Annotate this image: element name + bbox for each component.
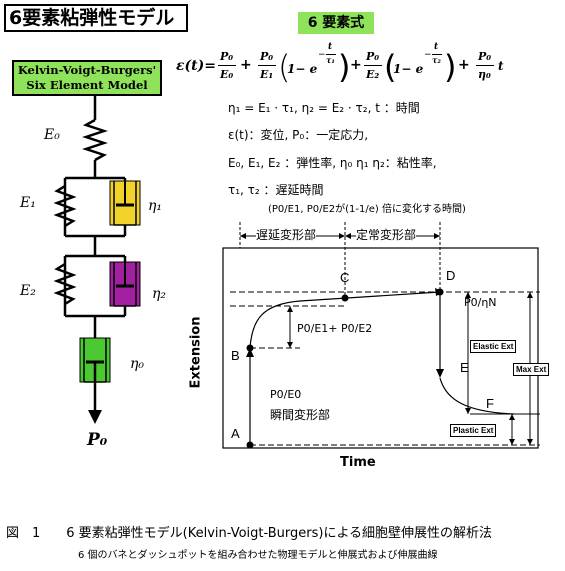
point-f-label: F — [486, 396, 494, 411]
term4-denominator: η₀ — [478, 68, 491, 81]
term4-fraction-bar — [476, 65, 494, 66]
model-name-line1: Kelvin-Voigt-Burgers' — [17, 63, 157, 77]
point-e-label: E — [460, 360, 469, 375]
formula-lhs: ε(t)= — [176, 58, 216, 74]
annot-p0-e1-e2: P0/E1+ P0/E2 — [297, 322, 373, 335]
caption-line1: 図 1 6 要素粘弾性モデル(Kelvin-Voigt-Burgers)による細… — [6, 526, 493, 541]
dashpot-eta1 — [109, 178, 141, 226]
definition-line4: τ₁, τ₂ ：遅延時間 — [228, 183, 324, 197]
term1-numerator: P₀ — [220, 50, 234, 63]
term3-exp-bar — [432, 54, 442, 55]
plastic-ext-box: Plastic Ext — [450, 424, 497, 437]
point-a-label: A — [231, 426, 240, 441]
annot-p0-e0: P0/E0 — [270, 388, 302, 401]
plus-1: + — [240, 57, 252, 73]
region-delayed-label: 遅延変形部 — [256, 226, 317, 243]
definition-line1: η₁ = E₁ · τ₁, η₂ = E₂ · τ₂, t ：時間 — [228, 101, 420, 115]
term3-paren-text: 1− e — [393, 62, 424, 76]
term3-denominator: E₂ — [366, 68, 380, 81]
definition-line3: E₀, E₁, E₂ ：弾性率, η₀ η₁ η₂：粘性率, — [228, 156, 437, 170]
page-title: 6要素粘弾性モデル — [4, 4, 188, 32]
definition-line5: (P0/E1, P0/E2が(1-1/e) 倍に変化する時間) — [268, 204, 466, 215]
point-d-label: D — [446, 268, 456, 283]
term3-exp-den: τ₂ — [432, 55, 441, 65]
term2-paren-text: 1− e — [287, 62, 318, 76]
label-eta0: η₀ — [130, 356, 144, 372]
model-name-box: Kelvin-Voigt-Burgers' Six Element Model — [12, 60, 162, 96]
force-arrow — [88, 410, 102, 424]
term2-numerator: P₀ — [260, 50, 274, 63]
plus-3: + — [458, 57, 470, 73]
model-name-line2: Six Element Model — [26, 78, 148, 92]
spring-e0 — [82, 118, 108, 162]
term2-denominator: E₁ — [260, 68, 274, 81]
annot-p0-eta: P0/ηN — [464, 296, 497, 309]
caption-line2: 6 個のバネとダッシュポットを組み合わせた物理モデルと伸展式および伸展曲線 — [78, 550, 438, 561]
max-ext-box: Max Ext — [513, 363, 550, 376]
term3-exp-num: t — [434, 42, 439, 52]
y-axis-label: Extension — [188, 316, 204, 389]
label-e2: E₂ — [20, 283, 36, 299]
term3-paren-open: ( — [384, 48, 397, 86]
dashpot-eta2 — [109, 256, 141, 307]
term3-paren-close: ) — [444, 48, 457, 86]
term2-fraction-bar — [258, 65, 276, 66]
term2-paren-close: ) — [338, 48, 351, 86]
x-axis-label: Time — [340, 455, 376, 470]
formula-title: 6 要素式 — [298, 12, 374, 34]
label-eta2: η₂ — [152, 286, 166, 302]
annot-instant: 瞬間変形部 — [270, 408, 331, 422]
elastic-ext-box: Elastic Ext — [470, 340, 517, 353]
term3-fraction-bar — [364, 65, 382, 66]
term1-fraction-bar — [218, 65, 236, 66]
plus-2: + — [350, 57, 362, 73]
term2-exp-num: t — [328, 42, 333, 52]
term2-exp-bar — [326, 54, 336, 55]
label-e0: E₀ — [44, 127, 60, 143]
label-e1: E₁ — [20, 195, 36, 211]
label-eta1: η₁ — [148, 198, 162, 214]
term2-paren-open: ( — [278, 48, 291, 86]
term2-exp-den: τ₁ — [326, 55, 335, 65]
term4-numerator: P₀ — [478, 50, 492, 63]
term3-exp-minus: − — [424, 50, 432, 60]
point-c-label: C — [340, 270, 350, 285]
term1-denominator: E₀ — [220, 68, 234, 81]
region-steady-label: 定常変形部 — [356, 226, 417, 243]
point-b-label: B — [231, 348, 240, 363]
term2-exp-minus: − — [318, 50, 326, 60]
label-p0: P₀ — [87, 430, 108, 450]
term3-numerator: P₀ — [366, 50, 380, 63]
spring-e2 — [53, 262, 77, 306]
definition-line2: ε(t)：変位, P₀：一定応力, — [228, 128, 369, 142]
spring-e1 — [53, 184, 77, 228]
term4-tail: t — [498, 59, 504, 73]
dashpot-eta0 — [79, 337, 111, 412]
